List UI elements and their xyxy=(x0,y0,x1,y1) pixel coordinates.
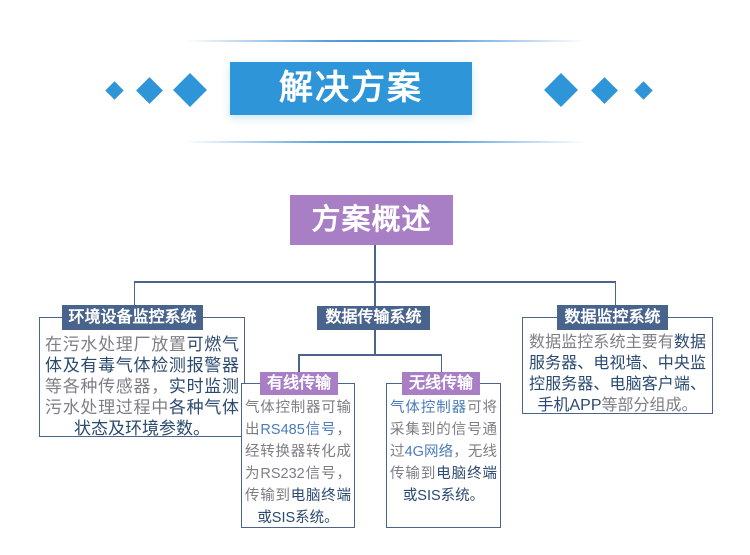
diamond-icon xyxy=(105,81,124,100)
diamond-icon xyxy=(634,81,653,100)
diamond-icon xyxy=(544,73,578,107)
subnode-title-wireless-transmission: 无线传输 xyxy=(402,372,480,395)
connector-line xyxy=(298,354,300,373)
branch-description-environment-monitoring: 在污水处理厂放置可燃气体及有毒气体检测报警器等各种传感器，实时监测污水处理过程中… xyxy=(39,317,245,438)
divider-line-top xyxy=(185,40,585,42)
subnode-title-wired-transmission: 有线传输 xyxy=(260,372,338,395)
connector-line xyxy=(374,281,376,307)
subnode-description-wireless-transmission: 气体控制器可将采集到的信号通过4G网络，无线传输到电脑终端或SIS系统。 xyxy=(386,383,501,528)
branch-title-data-transmission: 数据传输系统 xyxy=(317,306,430,330)
connector-line xyxy=(298,354,442,356)
connector-line xyxy=(614,281,616,306)
diamond-icon xyxy=(173,73,207,107)
diamond-icon xyxy=(136,77,163,104)
connector-line xyxy=(374,245,376,281)
branch-title-environment-monitoring: 环境设备监控系统 xyxy=(62,305,203,330)
branch-title-data-monitoring: 数据监控系统 xyxy=(557,305,668,330)
diamond-icon xyxy=(591,77,618,104)
section-title: 解决方案 xyxy=(230,62,472,115)
overview-title: 方案概述 xyxy=(290,195,453,245)
branch-description-data-monitoring: 数据监控系统主要有数据服务器、电视墙、中央监控服务器、电脑客户端、手机APP等部… xyxy=(522,317,713,414)
divider-line-bottom xyxy=(185,141,585,143)
connector-line xyxy=(374,330,376,355)
subnode-description-wired-transmission: 气体控制器可输出RS485信号，经转换器转化成为RS232信号，传输到电脑终端或… xyxy=(241,383,355,528)
connector-line xyxy=(133,281,135,306)
connector-line xyxy=(440,354,442,373)
